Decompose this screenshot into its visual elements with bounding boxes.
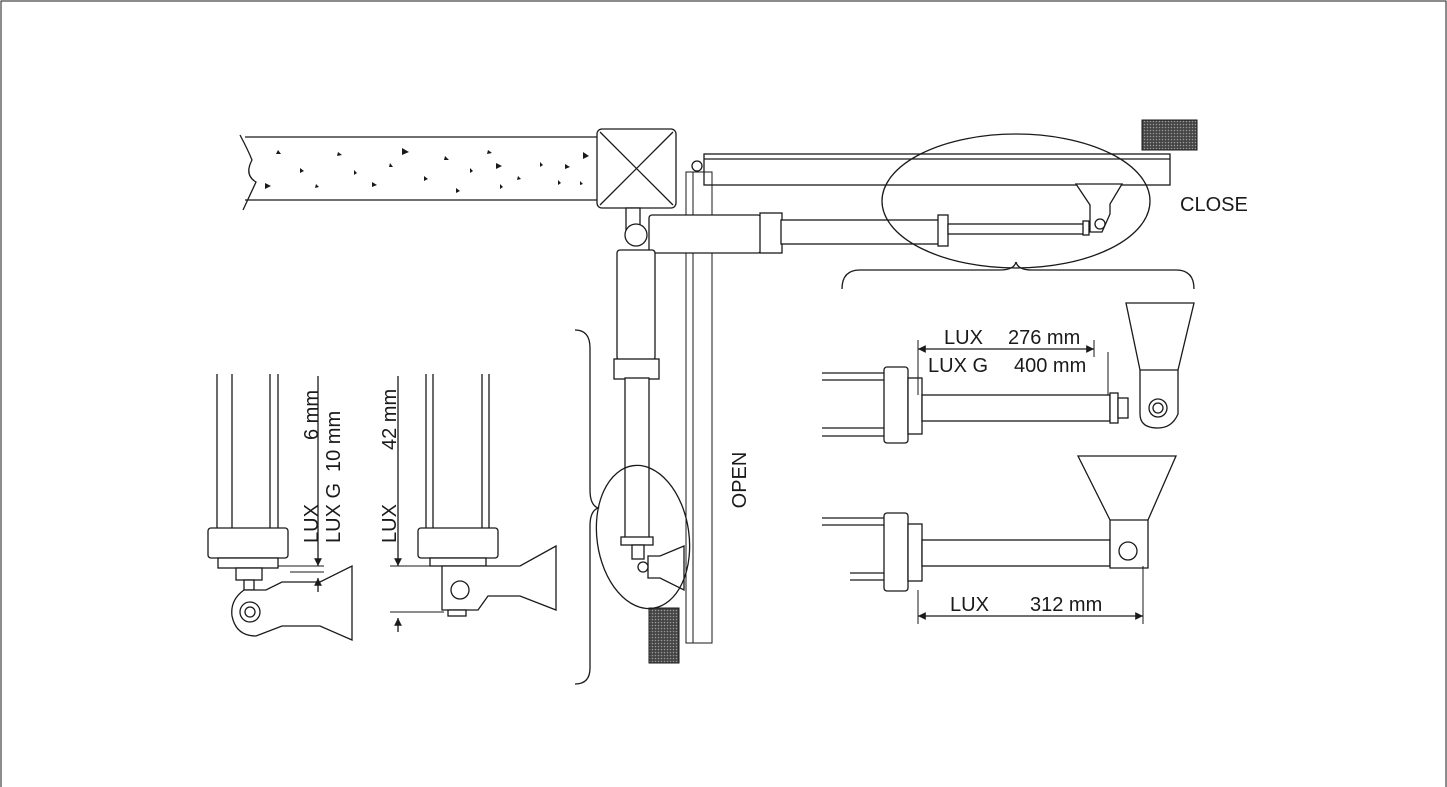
hinge-pin [691, 160, 703, 172]
gate-leaf-closed [691, 153, 1171, 186]
dim-lux-312-value: 312 mm [1030, 594, 1102, 616]
detail-ellipse-close [881, 133, 1151, 269]
dim-luxg-400-model: LUX G [928, 355, 988, 377]
operator-open [613, 249, 685, 592]
operator-closed [624, 183, 1124, 254]
gate-stop-close [1141, 119, 1198, 151]
open-label: OPEN [729, 452, 751, 509]
detail-brace-close [841, 261, 1195, 290]
close-label: CLOSE [1180, 194, 1248, 216]
detail-open-right [417, 374, 557, 617]
detail-close-bottom [822, 455, 1177, 592]
dim-luxg-10-model: LUX G [323, 483, 345, 543]
dim-lux-42-model: LUX [379, 504, 401, 543]
dim-lux-42-value: 42 mm [379, 389, 401, 450]
dim-lux-6-value: 6 mm [301, 390, 323, 440]
detail-brace-open [574, 329, 600, 685]
dim-luxg-400-value: 400 mm [1014, 355, 1086, 377]
dim-lux-276-model: LUX [944, 327, 983, 349]
dim-lux-312-model: LUX [950, 594, 989, 616]
gate-stop-open [648, 607, 680, 664]
detail-ellipse-open [595, 464, 691, 610]
dim-lux-6-model: LUX [301, 504, 323, 543]
wall [239, 134, 597, 211]
detail-open-left [207, 374, 353, 641]
detail-close-top [822, 302, 1195, 444]
dim-luxg-10-value: 10 mm [323, 411, 345, 472]
dim-lux-276-value: 276 mm [1008, 327, 1080, 349]
